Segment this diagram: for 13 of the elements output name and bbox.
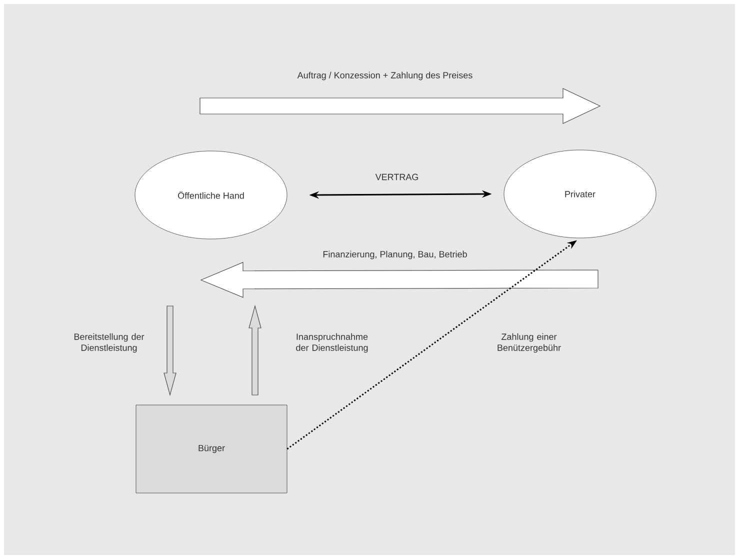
box: Bürger — [136, 404, 288, 494]
edge-label: VERTRAG — [375, 174, 418, 180]
block-arrow — [200, 262, 598, 298]
edge-label: Zahlung einer Benützergebühr — [498, 333, 561, 353]
block-arrow — [248, 304, 262, 396]
edge-label: Inanspruchnahme der Dienstleistung — [296, 333, 368, 353]
edge-label: Finanzierung, Planung, Bau, Betrieb — [323, 250, 467, 260]
block-arrow — [200, 88, 601, 124]
edge-label: Bereitstellung der Dienstleistung — [74, 333, 144, 353]
oval: Öffentliche Hand — [134, 150, 288, 240]
oval: Privater — [504, 150, 656, 238]
edge-label: Auftrag / Konzession + Zahlung des Preises — [297, 72, 472, 80]
block-arrow — [164, 306, 176, 396]
